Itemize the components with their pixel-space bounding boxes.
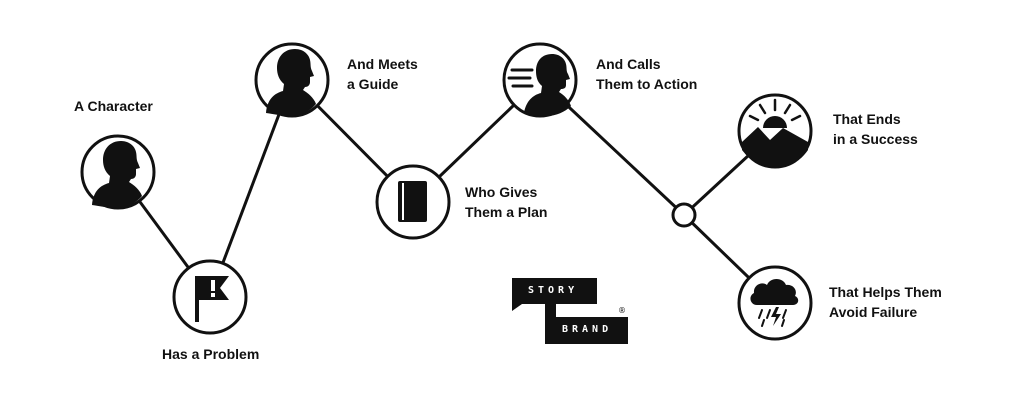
book-icon [398, 181, 427, 222]
label-and-calls-them-to-action: And Calls Them to Action [596, 54, 697, 94]
label-line: And Calls [596, 56, 661, 72]
step-character-node [80, 134, 156, 210]
storm-cloud-icon [750, 279, 799, 327]
running-person-icon [507, 54, 571, 116]
junction-node [671, 202, 697, 228]
label-line: in a Success [833, 131, 918, 147]
step-failure-node [737, 265, 813, 341]
label-line: And Meets [347, 56, 418, 72]
sunrise-mountains-icon [742, 98, 808, 167]
label-line: That Helps Them [829, 284, 942, 300]
logo-registered-mark: ® [618, 306, 626, 315]
logo-bubble-top [512, 278, 597, 311]
step-action-node [502, 42, 578, 118]
label-line: a Guide [347, 76, 399, 92]
label-who-gives-them-a-plan: Who Gives Them a Plan [465, 182, 547, 222]
step-guide-node [254, 42, 330, 118]
flag-exclamation-icon [195, 276, 229, 322]
logo-bubble-bottom [545, 317, 628, 344]
label-and-meets-a-guide: And Meets a Guide [347, 54, 418, 94]
label-has-a-problem: Has a Problem [162, 344, 259, 364]
label-line: A Character [74, 98, 153, 114]
label-that-ends-in-a-success: That Ends in a Success [833, 109, 918, 149]
label-line: That Ends [833, 111, 901, 127]
label-line: Has a Problem [162, 346, 260, 362]
step-plan-node [375, 164, 451, 240]
storybrand-logo [512, 278, 628, 344]
label-that-helps-them-avoid-failure: That Helps Them Avoid Failure [829, 282, 942, 322]
logo-text-story: STORY [528, 285, 579, 296]
line-problem-guide [208, 79, 294, 298]
label-line: Them a Plan [465, 204, 548, 220]
head-silhouette-icon [92, 141, 142, 208]
label-a-character: A Character [74, 96, 153, 116]
logo-text-brand: BRAND [562, 324, 613, 335]
step-problem-node [172, 259, 248, 335]
step-success-node [737, 93, 813, 169]
label-line: Them to Action [596, 76, 698, 92]
label-line: Avoid Failure [829, 304, 918, 320]
head-silhouette-icon [266, 49, 316, 116]
label-line: Who Gives [465, 184, 538, 200]
